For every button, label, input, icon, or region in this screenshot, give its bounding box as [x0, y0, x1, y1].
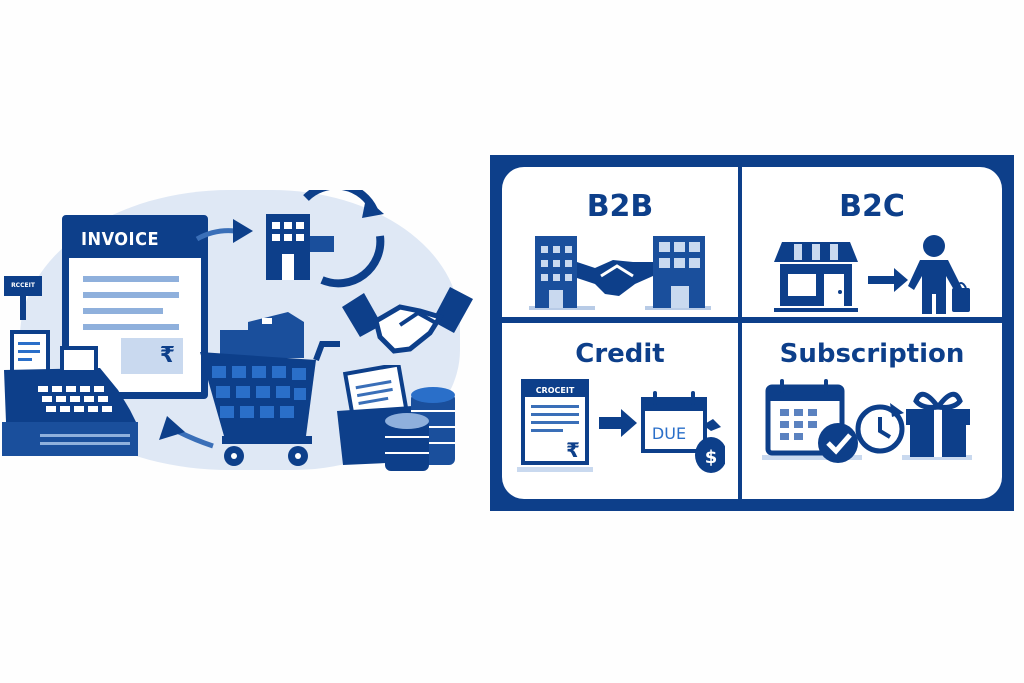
cash-register-icon — [2, 330, 138, 456]
business-types-grid: B2B B2C — [490, 155, 1014, 511]
svg-text:₹: ₹ — [566, 438, 580, 462]
credit-document-icon: CROCEIT ₹ — [521, 379, 589, 465]
sign-pole — [20, 296, 26, 320]
cell-title-credit: Credit — [575, 339, 665, 369]
credit-flow-icon: CROCEIT ₹ DUE $ — [517, 379, 725, 473]
cell-b2c: B2C — [742, 167, 1002, 317]
gift-icon — [906, 391, 970, 457]
shopping-cart-icon — [200, 312, 340, 466]
coin-stack-icon — [385, 387, 455, 471]
handshake-icon — [342, 287, 473, 354]
calendar-due-icon: DUE — [641, 391, 707, 453]
cell-credit: Credit CROCEIT ₹ DUE $ — [502, 323, 738, 499]
arrow-left-icon — [159, 416, 214, 449]
invoice-line — [83, 324, 179, 330]
invoice-line — [83, 276, 179, 282]
wallet-icon — [337, 365, 455, 471]
svg-text:$: $ — [705, 447, 718, 468]
shopper-icon — [908, 235, 970, 314]
cell-title-b2b: B2B — [586, 189, 654, 224]
invoice-line — [83, 292, 179, 298]
b2b-handshake-buildings-icon — [529, 236, 711, 310]
invoice-line — [83, 308, 163, 314]
subscription-icon — [762, 379, 972, 463]
check-icon — [818, 423, 858, 463]
clock-renew-icon — [855, 403, 905, 454]
invoice-title: INVOICE — [69, 222, 201, 258]
arrow-right-icon — [195, 219, 253, 243]
money-bag-icon: $ — [695, 419, 725, 473]
office-building-icon — [266, 190, 385, 288]
svg-text:DUE: DUE — [652, 424, 686, 443]
storefront-icon — [774, 242, 858, 312]
cell-subscription: Subscription — [742, 323, 1002, 499]
invoice-amount: ₹ — [121, 338, 183, 374]
cell-b2b: B2B — [502, 167, 738, 317]
cell-title-subscription: Subscription — [779, 339, 965, 369]
b2c-store-to-shopper-icon — [774, 235, 970, 314]
receipt-sign: RCCEIT — [4, 276, 42, 296]
cell-title-b2c: B2C — [839, 189, 905, 224]
svg-text:CROCEIT: CROCEIT — [536, 386, 575, 395]
arrow-right-icon — [599, 409, 637, 437]
arrow-right-icon — [868, 268, 908, 292]
invoice-document-icon: INVOICE ₹ — [62, 215, 208, 399]
